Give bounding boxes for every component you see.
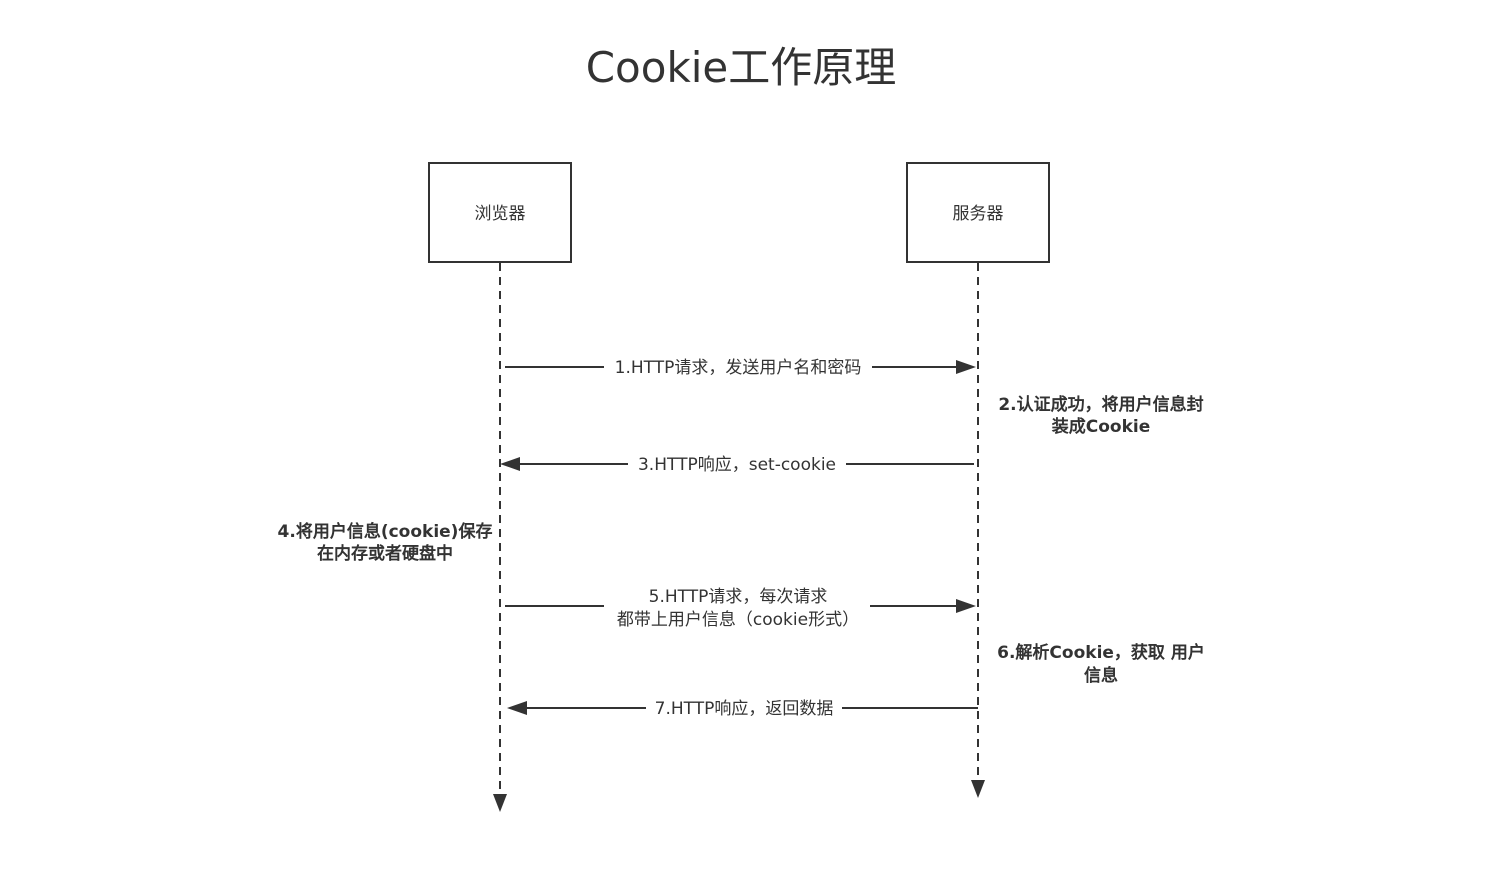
message-3: 3.HTTP响应，set-cookie xyxy=(500,452,974,476)
actor-browser-label: 浏览器 xyxy=(475,204,526,224)
message-5-label-line-2: 都带上用户信息（cookie形式） xyxy=(617,610,859,630)
actor-server: 服务器 xyxy=(906,162,1050,263)
message-7-arrowhead xyxy=(507,701,527,715)
note-2-line-2: 装成Cookie xyxy=(1051,416,1151,437)
note-4-line-1: 4.将用户信息(cookie)保存 xyxy=(278,521,493,542)
note-4: 4.将用户信息(cookie)保存 在内存或者硬盘中 xyxy=(270,518,498,566)
diagram-title: Cookie工作原理 xyxy=(586,43,897,92)
message-5-label-bg xyxy=(604,584,870,630)
note-4-line-2: 在内存或者硬盘中 xyxy=(317,543,453,564)
note-2-line-1: 2.认证成功，将用户信息封 xyxy=(998,394,1203,415)
message-1-label: 1.HTTP请求，发送用户名和密码 xyxy=(615,358,862,378)
message-3-arrowhead xyxy=(500,457,520,471)
message-7: 7.HTTP响应，返回数据 xyxy=(507,696,978,720)
message-1: 1.HTTP请求，发送用户名和密码 xyxy=(505,355,976,379)
note-6-line-2: 信息 xyxy=(1084,665,1118,686)
note-6: 6.解析Cookie，获取 用户 信息 xyxy=(997,642,1205,686)
actor-browser-box xyxy=(428,162,572,263)
actor-server-box xyxy=(906,162,1050,263)
lifeline-browser-arrowhead xyxy=(493,794,507,812)
note-6-line-1: 6.解析Cookie，获取 用户 xyxy=(997,642,1205,663)
message-5: 5.HTTP请求，每次请求 都带上用户信息（cookie形式） xyxy=(505,584,976,630)
message-3-label: 3.HTTP响应，set-cookie xyxy=(638,455,836,475)
note-4-bg xyxy=(270,518,498,566)
message-5-arrowhead xyxy=(956,599,976,613)
note-2: 2.认证成功，将用户信息封 装成Cookie xyxy=(998,394,1203,437)
message-3-label-bg xyxy=(628,452,846,476)
message-7-label: 7.HTTP响应，返回数据 xyxy=(655,699,834,719)
message-1-label-bg xyxy=(604,355,872,379)
actor-server-label: 服务器 xyxy=(953,204,1004,224)
actor-browser: 浏览器 xyxy=(428,162,572,263)
lifeline-server-arrowhead xyxy=(971,780,985,798)
message-5-label-line-1: 5.HTTP请求，每次请求 xyxy=(649,587,828,607)
message-7-label-bg xyxy=(646,696,842,720)
message-1-arrowhead xyxy=(956,360,976,374)
